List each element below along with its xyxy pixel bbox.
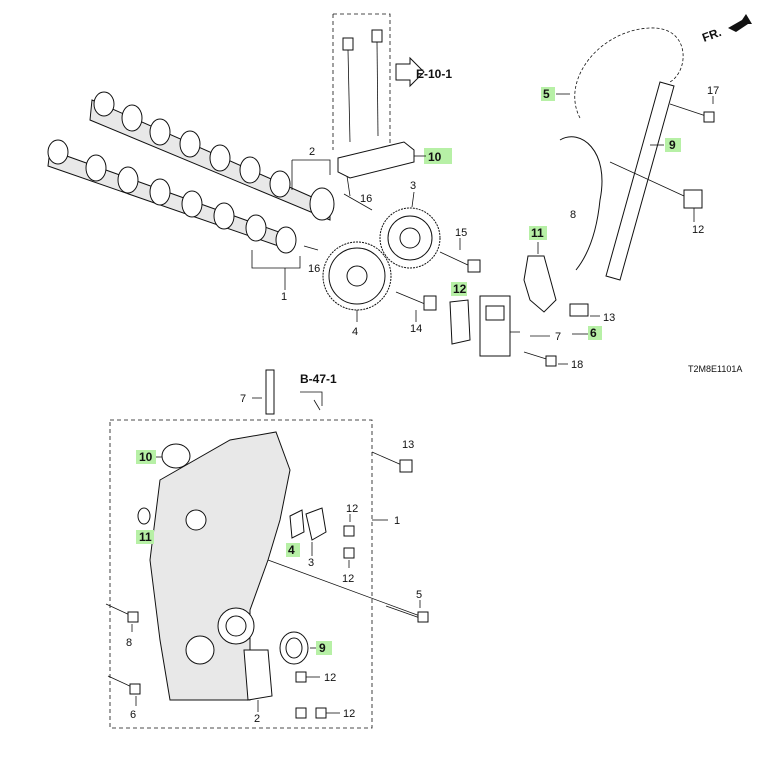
callout-label: 13 xyxy=(402,439,414,451)
callout-label: 5 xyxy=(416,589,422,601)
cover-plate-2: 2 xyxy=(243,649,273,725)
tensioner-arm-11: 11 xyxy=(523,226,557,313)
camshaft-upper xyxy=(89,91,335,221)
callout-label: 6 xyxy=(130,709,136,721)
bolt-5: 5 xyxy=(267,559,429,623)
bolt-13: 13 xyxy=(569,303,615,324)
callout-label: 15 xyxy=(455,227,467,239)
callout-label: 11 xyxy=(139,530,152,544)
bolt-head xyxy=(342,37,354,51)
timing-chain-cover xyxy=(149,431,291,701)
callout-label: 12 xyxy=(324,672,336,684)
bolt-18: 18 xyxy=(523,351,583,371)
callout-label: 7 xyxy=(240,393,246,405)
front-arrow-icon xyxy=(728,14,752,32)
callout-label: 9 xyxy=(319,641,326,655)
callout-label: 8 xyxy=(126,637,132,649)
bolt-head xyxy=(371,29,383,43)
callout-label: 12 xyxy=(692,224,704,236)
vtc-actuator-gear: 4 xyxy=(322,241,392,338)
diagram-code: T2M8E1101A xyxy=(688,364,742,374)
callout-label: 4 xyxy=(352,326,358,338)
gasket-4: 4 xyxy=(286,509,305,557)
callout-label: 16 xyxy=(308,263,320,275)
callout-label: 9 xyxy=(669,138,676,152)
bolt-12-a: 12 xyxy=(343,503,358,537)
callout-label: 2 xyxy=(309,146,315,158)
o-ring-10: 10 xyxy=(136,443,191,469)
cover-assembly-outline xyxy=(109,419,373,729)
callout-label: 2 xyxy=(254,713,260,725)
callout-label: 10 xyxy=(139,450,153,464)
callout-label: 12 xyxy=(342,573,354,585)
tensioner-gasket-12: 12 xyxy=(449,282,471,345)
callout-label: 12 xyxy=(346,503,358,515)
chain-guide-9: 9 xyxy=(605,81,681,281)
callout-label: 5 xyxy=(543,87,550,101)
callout-label: 12 xyxy=(343,708,355,720)
lower-reference-group: B-47-1 7 xyxy=(240,369,337,415)
callout-label: 12 xyxy=(453,282,467,296)
oil-seal-9: 9 xyxy=(279,631,332,665)
tensioner-arm-8: 8 xyxy=(559,136,603,271)
reference-b-47-1: B-47-1 xyxy=(300,372,337,386)
callout-label: 11 xyxy=(531,226,544,240)
bolt-6: 6 xyxy=(107,675,141,721)
callout-label: 6 xyxy=(590,326,597,340)
callout-label: 3 xyxy=(308,557,314,569)
bolt-12-c: 12 xyxy=(295,671,336,684)
callout-label: 14 xyxy=(410,323,422,335)
bolt-12-b: 12 xyxy=(342,547,355,585)
bracket-3: 3 xyxy=(305,507,327,569)
front-direction-indicator: FR. xyxy=(700,14,752,45)
callout-label: 16 xyxy=(360,193,372,205)
exhaust-sprocket: 3 xyxy=(379,180,441,269)
callout-label: 17 xyxy=(707,85,719,97)
callout-label: 3 xyxy=(410,180,416,192)
camshaft-holder-bracket xyxy=(337,141,415,179)
reference-e-10-1: E-10-1 xyxy=(416,67,452,81)
callout-label: 10 xyxy=(428,150,442,164)
camshaft-lower xyxy=(47,139,297,254)
callout-label: 8 xyxy=(570,209,576,221)
bolt-12-d: 12 xyxy=(295,707,355,720)
bolt-17: 17 xyxy=(669,85,719,123)
callout-label: 7 xyxy=(555,331,561,343)
callout-label: 18 xyxy=(571,359,583,371)
timing-chain-5: 5 xyxy=(541,27,684,119)
auto-tensioner-6: 7 6 xyxy=(479,295,602,357)
bolt-15: 15 xyxy=(439,227,481,273)
upper-reference-group: E-10-1 10 16 xyxy=(332,13,452,211)
bolt-8: 8 xyxy=(105,603,139,649)
callout-label: 1 xyxy=(281,291,287,303)
reference-arrow-icon xyxy=(395,56,425,88)
bolt-13-lower: 13 xyxy=(371,439,414,473)
bolt-14: 14 xyxy=(395,291,437,335)
bolt-12-top: 12 xyxy=(609,161,704,236)
o-ring-11: 11 xyxy=(136,507,154,544)
callout-label: 13 xyxy=(603,312,615,324)
stud-bolt-7 xyxy=(265,369,275,415)
front-direction-label: FR. xyxy=(700,25,723,45)
callout-label: 4 xyxy=(288,543,295,557)
callout-label: 1 xyxy=(394,515,400,527)
